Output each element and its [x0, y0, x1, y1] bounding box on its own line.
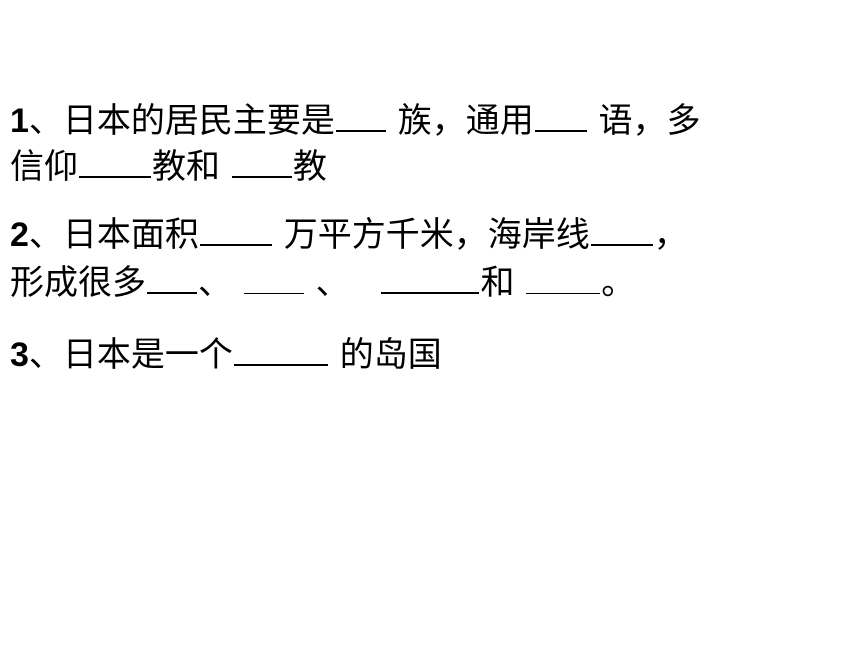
q2-blank-feature-2[interactable]	[243, 265, 304, 294]
q1-number: 1	[10, 102, 29, 140]
q2-text-2: 万平方千米，海岸线	[272, 215, 590, 255]
q1-text-2: 族，通用	[386, 101, 534, 141]
q3-text-1: 、日本是一个	[28, 335, 233, 375]
q2-text-4: 形成很多	[10, 263, 146, 303]
q1-text-6: 教	[292, 147, 327, 187]
q2-blank-coastline[interactable]	[590, 216, 653, 246]
q2-text-3: ，	[653, 215, 688, 255]
q1-line2: 信仰 教和 教	[10, 147, 327, 187]
q2-text-7: 和	[480, 263, 526, 303]
q2-blank-feature-4[interactable]	[526, 265, 601, 294]
q3-line1: 3、日本是一个 的岛国	[10, 335, 442, 375]
q1-text-1: 、日本的居民主要是	[28, 101, 335, 141]
q3-text-2: 的岛国	[328, 335, 442, 375]
q2-text-5: 、	[198, 263, 243, 303]
q2-blank-feature-1[interactable]	[147, 264, 197, 294]
q1-text-5: 教和	[152, 147, 231, 187]
q2-blank-area[interactable]	[199, 216, 272, 246]
q1-blank-language[interactable]	[534, 102, 587, 132]
q2-blank-feature-3[interactable]	[381, 264, 480, 294]
q3-blank-country-type[interactable]	[233, 336, 328, 366]
q1-line1: 1、日本的居民主要是 族，通用 语，多	[10, 101, 701, 141]
q2-line2: 形成很多 、 、 和 。	[10, 263, 635, 303]
q1-blank-religion-2[interactable]	[231, 148, 292, 178]
q2-text-6: 、	[304, 263, 361, 303]
q2-text-1: 、日本面积	[28, 215, 199, 255]
q3-number: 3	[10, 336, 29, 374]
q2-line1: 2、日本面积 万平方千米，海岸线 ，	[10, 215, 688, 255]
q1-blank-ethnicity[interactable]	[335, 102, 386, 132]
q1-text-3: 语，多	[587, 101, 701, 141]
q2-number: 2	[10, 216, 29, 254]
q2-text-8: 。	[601, 263, 636, 303]
q1-text-4: 信仰	[10, 147, 78, 187]
q1-blank-religion-1[interactable]	[79, 148, 151, 178]
